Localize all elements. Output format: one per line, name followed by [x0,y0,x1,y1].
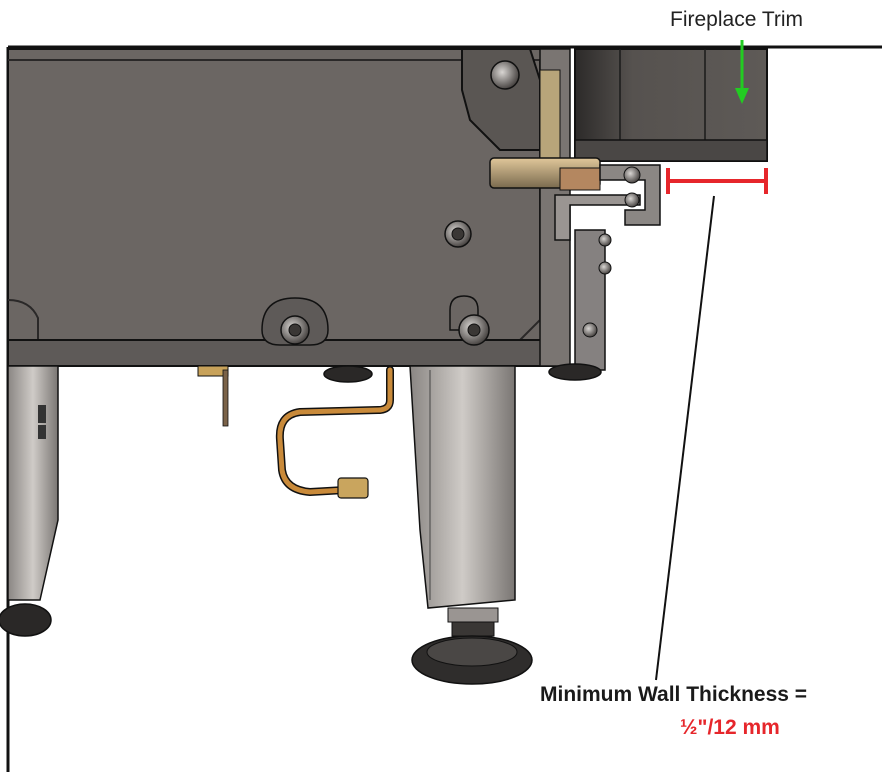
gas-valve-stem [197,365,373,427]
min-wall-thickness-value: ½"/12 mm [680,716,780,739]
fireplace-trim [574,48,768,162]
trim-arrow [735,40,749,104]
left-leg [0,365,59,637]
wall-thickness-dimension [666,168,768,194]
mounting-bracket [489,157,661,381]
bolts [261,220,490,346]
min-wall-thickness-label: Minimum Wall Thickness = [540,683,808,706]
center-leg [409,365,533,685]
gas-line [275,366,394,499]
fireplace-trim-label: Fireplace Trim [670,8,804,31]
leader-line [655,195,715,681]
